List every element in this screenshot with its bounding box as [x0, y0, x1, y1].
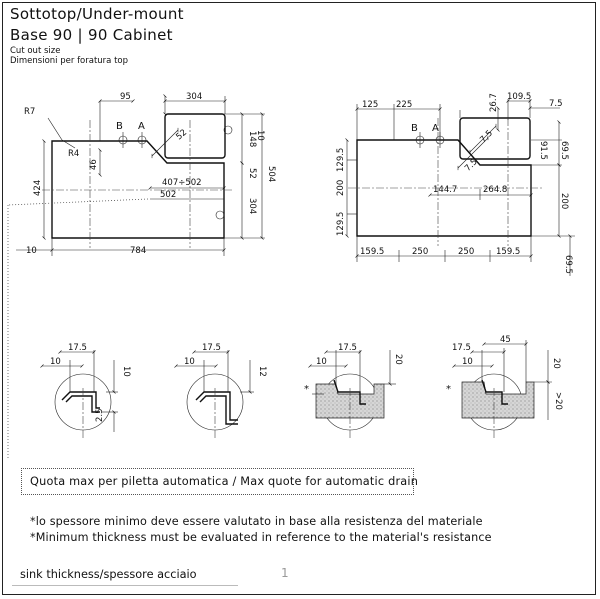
- right-label-225: 225: [396, 100, 412, 110]
- right-label-129-5-top: 129.5: [336, 148, 346, 172]
- detail-4-second: 45: [500, 335, 511, 345]
- left-label-a: A: [138, 121, 145, 132]
- left-label-10-bottom: 10: [26, 246, 37, 256]
- left-label-304-top: 304: [186, 92, 202, 102]
- right-label-200-right: 200: [559, 193, 569, 209]
- right-label-26-7: 26.7: [489, 93, 499, 112]
- detail-1-bottom: 2.5: [95, 408, 105, 422]
- left-label-504: 504: [266, 166, 276, 182]
- detail-1: [40, 350, 118, 440]
- detail-4-right2: >20: [553, 392, 563, 410]
- detail-2: [174, 350, 254, 440]
- detail-1-top: 17.5: [68, 343, 87, 353]
- detail-3-left: 10: [316, 357, 327, 367]
- left-label-10-right: 10: [255, 130, 265, 141]
- note-english: *Minimum thickness must be evaluated in …: [30, 531, 492, 544]
- detail-1-right: 10: [121, 366, 131, 377]
- left-label-784: 784: [130, 246, 146, 256]
- left-label-r7: R7: [24, 107, 35, 117]
- left-label-r4: R4: [68, 149, 79, 159]
- detail-4-right: 20: [551, 358, 561, 369]
- right-label-7-5-top: 7.5: [549, 99, 563, 109]
- right-label-109-5: 109.5: [507, 92, 531, 102]
- left-label-424: 424: [33, 180, 43, 196]
- right-label-7-5-diag1: 7.5: [478, 128, 495, 145]
- left-label-46: 46: [89, 159, 99, 170]
- right-label-264-8: 264.8: [483, 185, 507, 195]
- right-label-91-5: 91.5: [538, 141, 548, 160]
- detail-2-left: 10: [184, 357, 195, 367]
- right-label-a: A: [432, 123, 439, 134]
- cutout-label-it: Dimensioni per foratura top: [10, 56, 129, 66]
- left-cutout-drawing: [7, 94, 265, 460]
- detail-4-asterisk: *: [446, 384, 451, 395]
- thickness-value: 1: [281, 566, 289, 580]
- left-label-407-502: 407÷502: [162, 178, 202, 188]
- right-label-250-a: 250: [412, 247, 428, 257]
- left-label-52-right: 52: [247, 168, 257, 179]
- detail-1-left: 10: [50, 357, 61, 367]
- right-label-125: 125: [362, 100, 378, 110]
- thickness-label: sink thickness/spessore acciaio: [20, 568, 197, 581]
- detail-3: [308, 350, 396, 440]
- cutout-label-en: Cut out size: [10, 46, 61, 56]
- note-italian: *lo spessore minimo deve essere valutato…: [30, 515, 483, 528]
- right-label-69-5-top: 69.5: [559, 141, 569, 160]
- drawing-title: Sottotop/Under-mount: [10, 5, 184, 23]
- right-label-250-b: 250: [458, 247, 474, 257]
- left-label-95: 95: [120, 92, 131, 102]
- left-label-52-diag: 52: [174, 128, 189, 143]
- right-label-129-5-bottom: 129.5: [336, 212, 346, 236]
- thickness-divider: [12, 585, 238, 586]
- detail-3-right: 20: [393, 354, 403, 365]
- detail-4-left: 10: [462, 357, 473, 367]
- detail-2-top: 17.5: [202, 343, 221, 353]
- left-label-148: 148: [247, 131, 257, 147]
- detail-3-top: 17.5: [338, 343, 357, 353]
- drain-quota-box: Quota max per piletta automatica / Max q…: [21, 468, 418, 495]
- detail-2-right: 12: [257, 366, 267, 377]
- detail-4-top: 17.5: [452, 343, 471, 353]
- right-label-159-5-a: 159.5: [360, 247, 384, 257]
- detail-4: [452, 340, 552, 440]
- left-label-304-right: 304: [247, 198, 257, 214]
- detail-3-asterisk: *: [304, 384, 309, 395]
- right-label-200-left: 200: [336, 180, 346, 196]
- left-label-502: 502: [160, 190, 176, 200]
- right-label-159-5-b: 159.5: [496, 247, 520, 257]
- right-label-b: B: [411, 123, 418, 134]
- drawing-subtitle: Base 90 | 90 Cabinet: [10, 26, 173, 44]
- right-label-144-7: 144.7: [433, 185, 457, 195]
- left-label-b: B: [116, 121, 123, 132]
- right-label-69-5-bottom: 69.5: [563, 255, 573, 274]
- right-cutout-drawing: [345, 99, 575, 276]
- drain-quota-text: Quota max per piletta automatica / Max q…: [30, 475, 419, 488]
